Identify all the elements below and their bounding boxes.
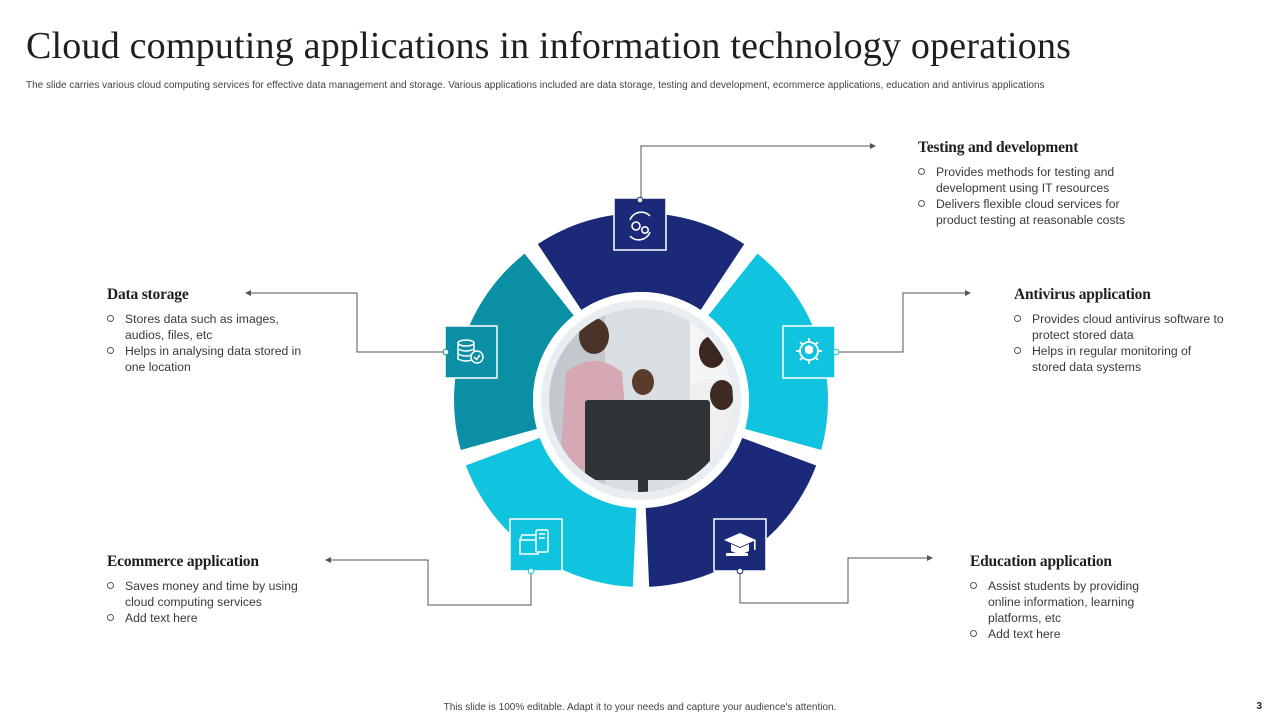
arrowhead-ecommerce [325, 557, 331, 563]
connector-education [739, 557, 928, 604]
graduation-cap-icon [724, 533, 756, 556]
heading-education: Education application [970, 553, 1112, 570]
slide-title: Cloud computing applications in informat… [26, 25, 1072, 67]
database-check-icon [457, 339, 484, 364]
heading-antivirus: Antivirus application [1014, 286, 1151, 303]
list-education: Assist students by providing online info… [970, 578, 1165, 642]
center-photo [533, 292, 749, 508]
list-ecommerce: Saves money and time by using cloud comp… [107, 578, 322, 626]
slide-footer: This slide is 100% editable. Adapt it to… [443, 702, 837, 713]
arrowhead-antivirus [965, 290, 971, 296]
ring-segments [454, 213, 829, 587]
block-education: Education application Assist students by… [970, 553, 1165, 642]
online-store-icon [519, 529, 549, 555]
icon-box-education [713, 518, 767, 575]
list-item: Assist students by providing online info… [970, 578, 1165, 626]
heading-storage: Data storage [107, 286, 189, 303]
heading-ecommerce: Ecommerce application [107, 553, 259, 570]
list-antivirus: Provides cloud antivirus software to pro… [1014, 311, 1224, 375]
block-antivirus: Antivirus application Provides cloud ant… [1014, 286, 1224, 375]
page-number: 3 [1256, 701, 1262, 712]
ring-segment-ecommerce [465, 437, 637, 587]
ring-segment-testing [537, 213, 745, 310]
list-item: Add text here [107, 610, 322, 626]
list-testing: Provides methods for testing and develop… [918, 164, 1158, 228]
list-item: Add text here [970, 626, 1165, 642]
heading-testing: Testing and development [918, 139, 1079, 156]
gears-cycle-icon [629, 211, 651, 241]
list-item: Provides cloud antivirus software to pro… [1014, 311, 1224, 343]
icon-box-storage [442, 325, 498, 379]
connector-lines [250, 145, 966, 606]
ring-segment-education [645, 437, 817, 587]
connector-testing [640, 145, 872, 200]
list-item: Delivers flexible cloud services for pro… [918, 196, 1158, 228]
arrowhead-storage [245, 290, 251, 296]
slide-subtitle: The slide carries various cloud computin… [26, 80, 1045, 91]
icon-box-antivirus [782, 325, 840, 379]
ring-segment-antivirus [708, 253, 829, 450]
icon-box-testing [613, 196, 667, 251]
list-item: Helps in analysing data stored in one lo… [107, 343, 307, 375]
block-ecommerce: Ecommerce application Saves money and ti… [107, 553, 322, 626]
gear-shield-icon [796, 338, 822, 364]
connector-arrowheads [245, 143, 971, 563]
ring-segment-storage [454, 253, 574, 450]
connector-storage [250, 292, 446, 353]
connector-antivirus [836, 292, 966, 353]
list-storage: Stores data such as images, audios, file… [107, 311, 307, 375]
list-item: Stores data such as images, audios, file… [107, 311, 307, 343]
block-testing: Testing and development Provides methods… [918, 139, 1158, 228]
list-item: Helps in regular monitoring of stored da… [1014, 343, 1224, 375]
arrowhead-education [927, 555, 933, 561]
list-item: Provides methods for testing and develop… [918, 164, 1158, 196]
arrowhead-testing [870, 143, 876, 149]
connector-ecommerce [330, 559, 532, 606]
list-item: Saves money and time by using cloud comp… [107, 578, 322, 610]
block-storage: Data storage Stores data such as images,… [107, 286, 307, 375]
icon-box-ecommerce [509, 518, 563, 575]
